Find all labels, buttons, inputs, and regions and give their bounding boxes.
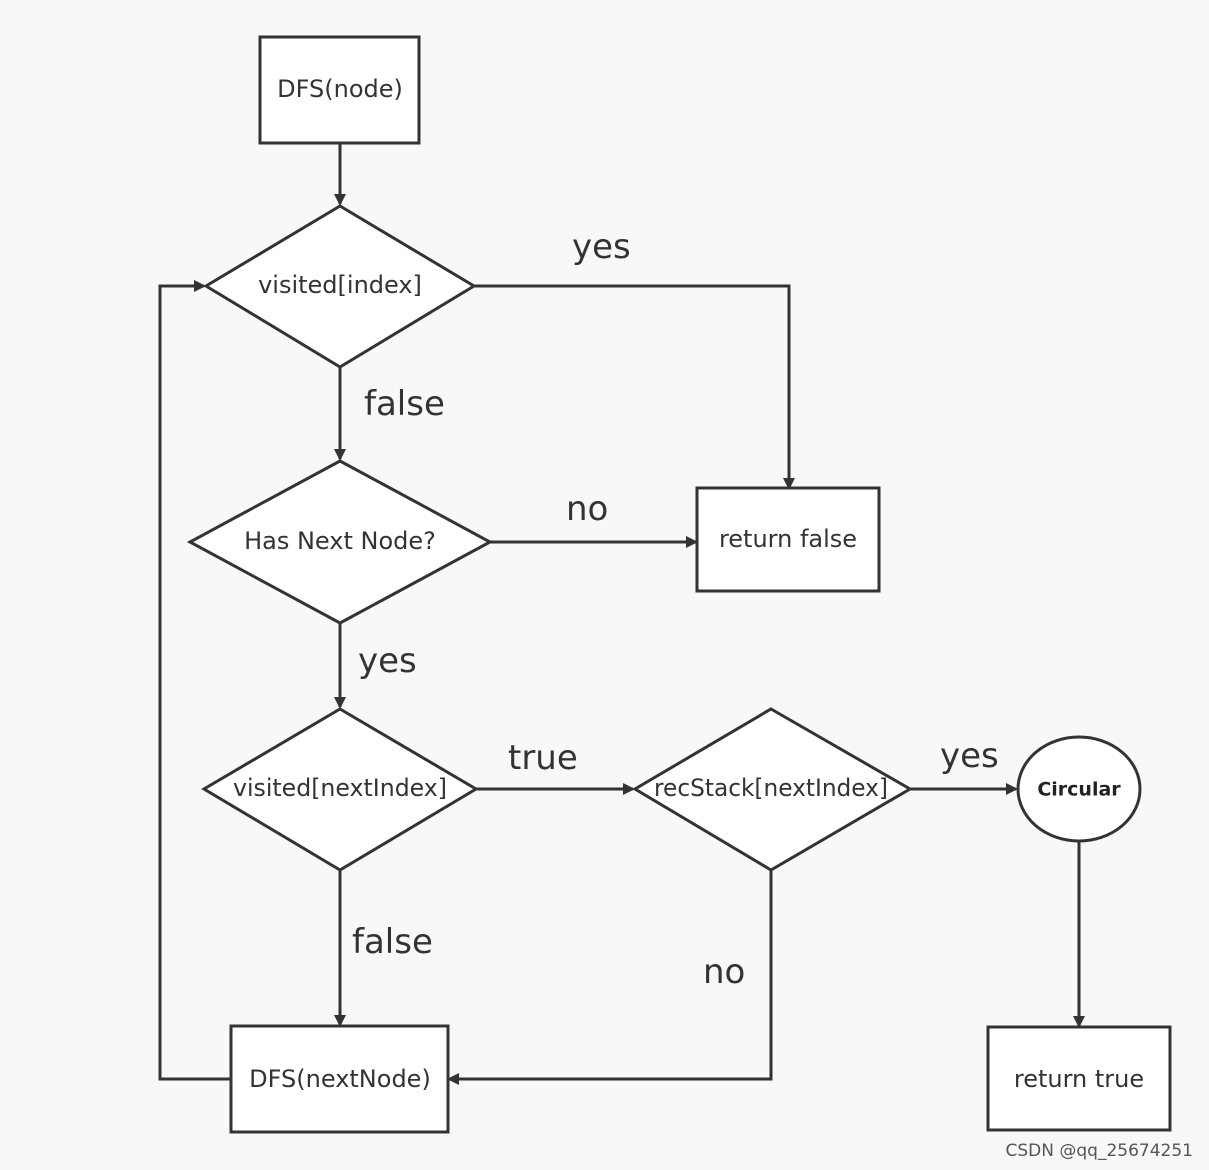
start-node: DFS(node): [258, 35, 421, 145]
circular-node: Circular: [1016, 735, 1142, 843]
label-visited-next-true: true: [508, 738, 578, 778]
rec-stack-decision-label: recStack[nextIndex]: [654, 774, 888, 802]
has-next-decision: Has Next Node?: [186, 459, 494, 625]
label-visited-yes: yes: [572, 227, 631, 267]
dfs-next-label: DFS(nextNode): [249, 1065, 431, 1093]
label-rec-stack-yes: yes: [940, 736, 999, 776]
label-has-next-yes: yes: [358, 641, 417, 681]
watermark: CSDN @qq_25674251: [1006, 1141, 1193, 1161]
visited-next-decision: visited[nextIndex]: [201, 707, 479, 872]
edge-rec-stack-no-to-dfs-next: [447, 870, 773, 1085]
start-node-label: DFS(node): [277, 75, 403, 103]
label-visited-false: false: [364, 384, 445, 424]
return-true-label: return true: [1014, 1065, 1144, 1093]
return-false-label: return false: [719, 525, 857, 553]
visited-next-decision-label: visited[nextIndex]: [233, 774, 447, 802]
circular-label: Circular: [1037, 779, 1121, 801]
visited-decision-label: visited[index]: [258, 271, 422, 299]
edge-dfs-next-loop-back: [158, 280, 230, 1081]
label-visited-next-false: false: [352, 922, 433, 962]
label-rec-stack-no: no: [703, 952, 745, 992]
has-next-decision-label: Has Next Node?: [244, 527, 436, 555]
edge-visited-yes-to-return-false: [474, 284, 795, 490]
return-false-node: return false: [695, 486, 881, 593]
dfs-next-node: DFS(nextNode): [229, 1024, 450, 1134]
visited-decision: visited[index]: [203, 204, 477, 369]
label-has-next-no: no: [566, 489, 608, 529]
rec-stack-decision: recStack[nextIndex]: [632, 707, 913, 872]
return-true-node: return true: [986, 1025, 1172, 1132]
